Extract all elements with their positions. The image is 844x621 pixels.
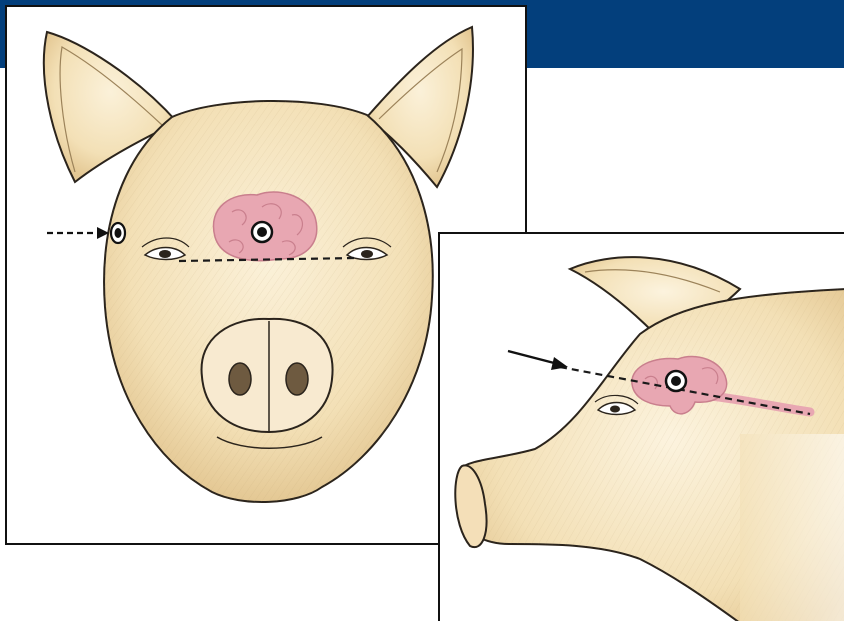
target-ear-icon bbox=[111, 223, 125, 243]
pig-side-illustration bbox=[440, 234, 844, 621]
side-view-panel bbox=[438, 232, 844, 621]
target-circle-icon bbox=[666, 371, 686, 391]
target-circle-icon bbox=[252, 222, 272, 242]
arrow-right-icon bbox=[47, 227, 109, 239]
arrow-right-icon bbox=[508, 351, 568, 370]
